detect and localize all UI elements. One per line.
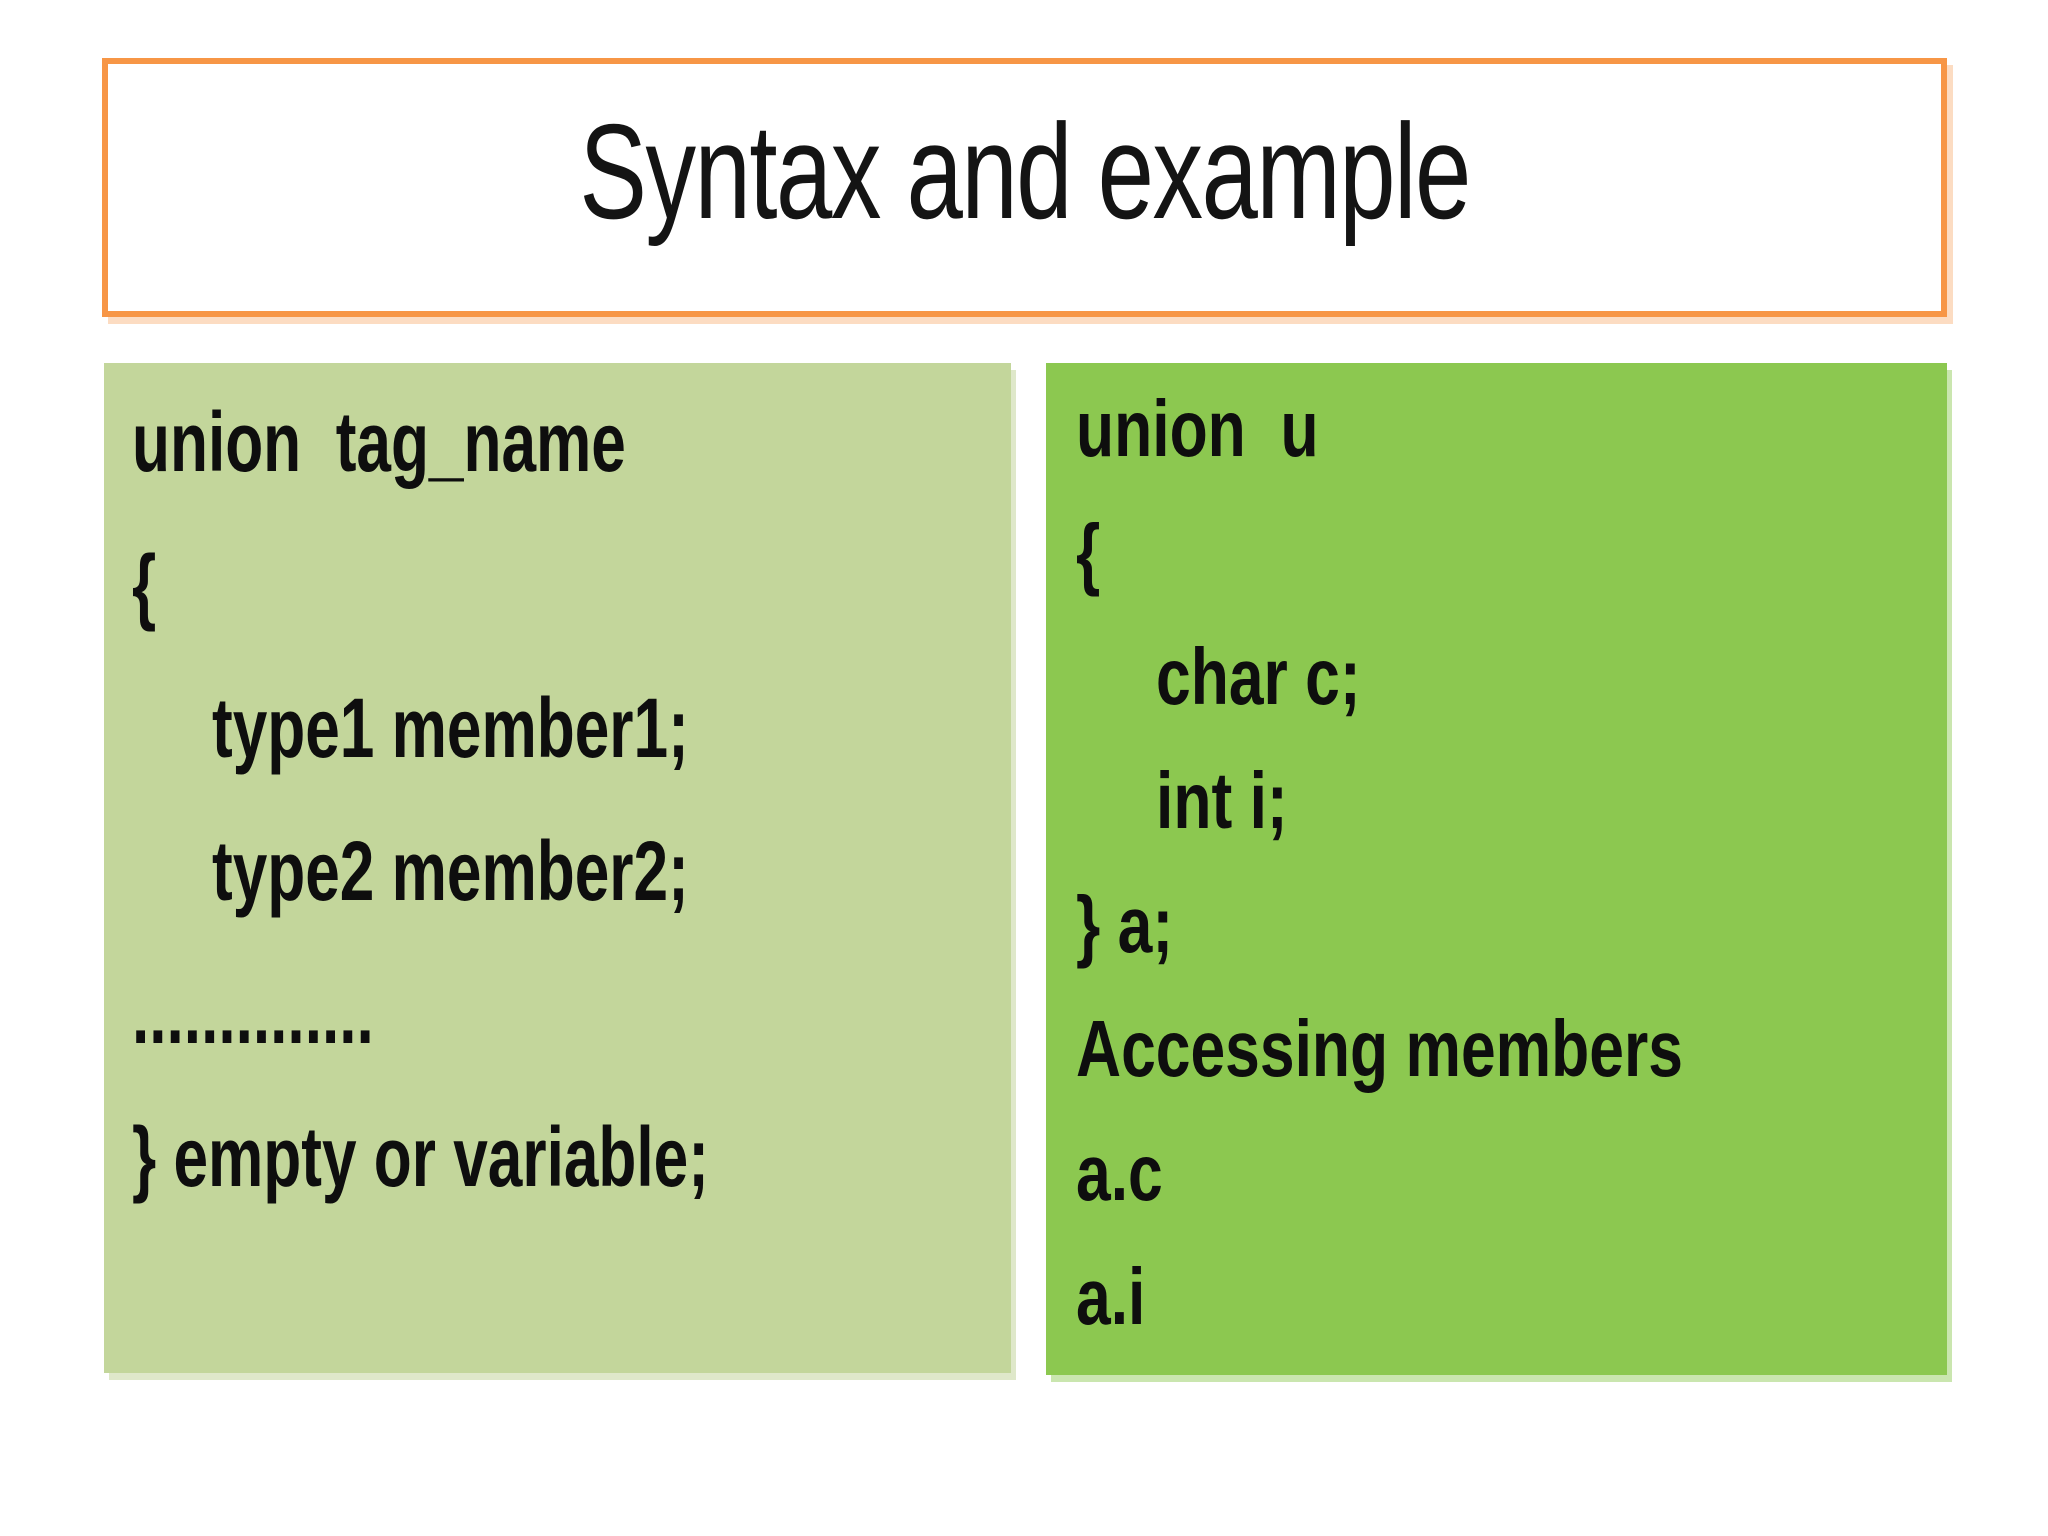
code-line-text: } a;: [1076, 880, 1174, 969]
code-line: type1 member1;: [132, 657, 1011, 800]
code-line: {: [1076, 491, 1947, 615]
example-panel: union u { char c; int i; } a; Accessing …: [1046, 363, 1947, 1375]
code-line-text: type1 member1;: [212, 681, 689, 775]
code-line-text: union tag_name: [132, 395, 626, 489]
code-line: type2 member2;: [132, 800, 1011, 943]
code-line-text: } empty or variable;: [132, 1110, 709, 1204]
code-line: union tag_name: [132, 371, 1011, 514]
title-box: Syntax and example: [102, 58, 1947, 317]
code-line-text: Accessing members: [1076, 1004, 1683, 1093]
code-line: } empty or variable;: [132, 1086, 1011, 1229]
code-line-text: {: [132, 538, 157, 632]
code-line-text: union u: [1076, 384, 1319, 473]
code-line: int i;: [1076, 739, 1947, 863]
code-line: {: [132, 514, 1011, 657]
code-line: a.c: [1076, 1111, 1947, 1235]
code-line-text: a.c: [1076, 1128, 1163, 1217]
code-line: Accessing members: [1076, 987, 1947, 1111]
slide-title: Syntax and example: [579, 96, 1471, 247]
code-line-text: {: [1076, 508, 1101, 597]
code-line: char c;: [1076, 615, 1947, 739]
code-line-text: ..............: [132, 967, 374, 1061]
code-line: } a;: [1076, 863, 1947, 987]
code-line-text: type2 member2;: [212, 824, 689, 918]
code-line-text: char c;: [1156, 632, 1361, 721]
syntax-panel: union tag_name { type1 member1; type2 me…: [104, 363, 1011, 1373]
code-line-text: int i;: [1156, 756, 1288, 845]
code-line: union u: [1076, 367, 1947, 491]
code-line: a.i: [1076, 1235, 1947, 1359]
code-line-text: a.i: [1076, 1252, 1146, 1341]
code-line: ..............: [132, 943, 1011, 1086]
